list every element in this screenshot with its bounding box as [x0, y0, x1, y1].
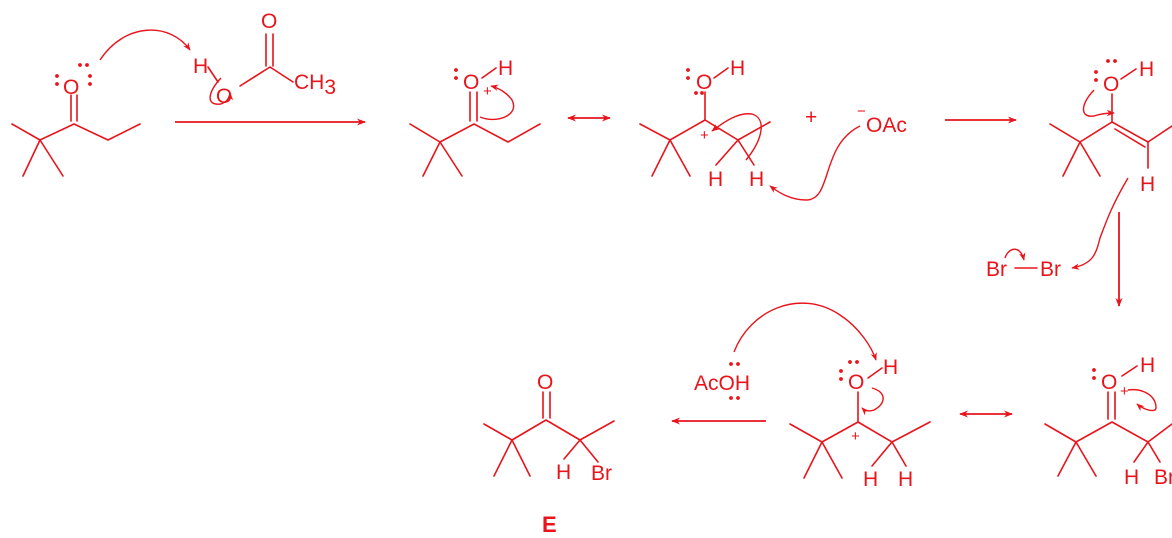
atom-br: Br: [1040, 258, 1061, 281]
atom-h: H: [730, 57, 745, 80]
atom-o: O: [537, 371, 553, 394]
molecule-oxonium: O + H: [409, 57, 541, 177]
acoh-text: AcOH: [694, 372, 750, 395]
molecule-product: O H Br: [483, 371, 615, 485]
acetate-label: OAc: [866, 114, 907, 137]
atom-h: H: [863, 468, 878, 491]
molecule-bromine: Br Br: [986, 258, 1061, 281]
electron-push-arrows: [99, 29, 1157, 416]
atom-h: H: [1124, 466, 1139, 489]
atom-br: Br: [986, 258, 1007, 281]
atom-h: H: [898, 468, 913, 491]
atom-br: Br: [1154, 466, 1172, 489]
molecule-carbocation: O H + H H: [639, 57, 771, 191]
atom-o: O: [463, 71, 479, 94]
molecule-bromo-oxonium: O + H H Br: [1044, 354, 1172, 489]
molecule-ketone: O: [11, 63, 141, 177]
lone-pair-dots: [839, 360, 859, 381]
atom-h: H: [556, 461, 571, 484]
atom-h: H: [749, 168, 764, 191]
lone-pair-dots: [1092, 368, 1096, 380]
compound-label: E: [542, 512, 557, 537]
atom-o: O: [261, 10, 277, 33]
atom-o: O: [63, 76, 79, 99]
positive-charge: +: [1120, 383, 1129, 400]
atom-h: H: [1139, 58, 1154, 81]
methyl-group: CH3: [294, 71, 336, 99]
molecule-acetic-acid: H O O CH3: [193, 10, 336, 108]
atom-h: H: [498, 57, 513, 80]
atom-o: O: [1103, 73, 1119, 96]
acetic-acid-label: AcOH: [694, 362, 750, 400]
positive-charge: +: [700, 127, 709, 144]
positive-charge: +: [851, 428, 860, 445]
atom-h: H: [193, 55, 208, 78]
lone-pair-dots: [55, 63, 92, 86]
atom-br: Br: [591, 462, 612, 485]
molecule-enol: O H H: [1049, 58, 1172, 196]
plus-sign: +: [805, 106, 817, 129]
atom-h: H: [1140, 354, 1155, 377]
positive-charge: +: [483, 83, 492, 100]
atom-h: H: [883, 356, 898, 379]
lone-pair-dots: [686, 68, 704, 95]
negative-charge: −: [857, 103, 866, 120]
lone-pair-dots: [454, 68, 458, 80]
lone-pair-dots: [1094, 59, 1117, 82]
molecule-bromo-carbocation: O H + H H: [789, 356, 931, 491]
atom-o: O: [216, 85, 232, 108]
atom-o: O: [696, 71, 712, 94]
lone-pair-dots: [729, 362, 740, 400]
acetate-ion: − OAc: [857, 103, 907, 137]
atom-o: O: [848, 371, 864, 394]
atom-h: H: [1140, 173, 1155, 196]
atom-h: H: [708, 168, 723, 191]
atom-o: O: [1101, 371, 1117, 394]
